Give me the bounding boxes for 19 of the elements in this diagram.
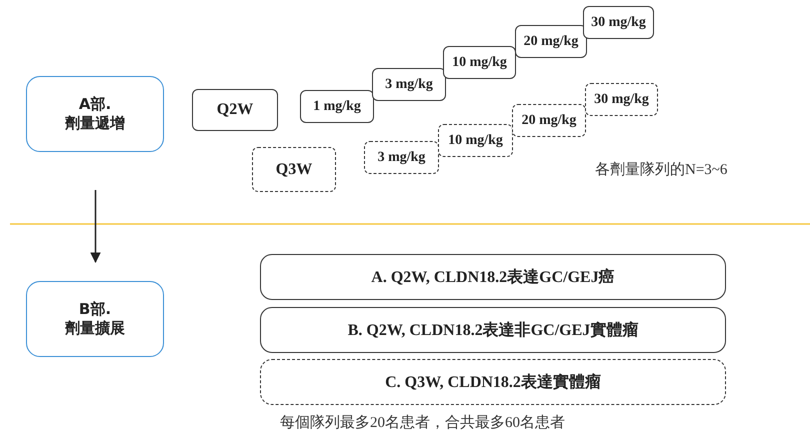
phase-box: B部. 劑量擴展: [26, 281, 164, 357]
dose-box: 20 mg/kg: [515, 25, 587, 58]
dose-box: 10 mg/kg: [438, 124, 513, 157]
note-text: 每個隊列最多20名患者，合共最多60名患者: [280, 414, 565, 432]
schedule-box: Q2W: [192, 89, 278, 131]
dose-box: 30 mg/kg: [583, 6, 654, 39]
schedule-box: Q3W: [252, 147, 336, 192]
dose-box: 10 mg/kg: [443, 46, 516, 79]
cohort-box: A. Q2W, CLDN18.2表達GC/GEJ癌: [260, 254, 726, 300]
cohort-box: C. Q3W, CLDN18.2表達實體瘤: [260, 359, 726, 405]
phase-box: A部. 劑量遞增: [26, 76, 164, 152]
dose-box: 30 mg/kg: [585, 83, 658, 116]
dose-box: 20 mg/kg: [512, 104, 586, 137]
note-text: 各劑量隊列的N=3~6: [595, 160, 728, 179]
dose-box: 3 mg/kg: [372, 68, 446, 101]
dose-box: 3 mg/kg: [364, 141, 439, 174]
dose-box: 1 mg/kg: [300, 90, 374, 123]
arrow: [90, 190, 101, 264]
cohort-box: B. Q2W, CLDN18.2表達非GC/GEJ實體瘤: [260, 307, 726, 353]
